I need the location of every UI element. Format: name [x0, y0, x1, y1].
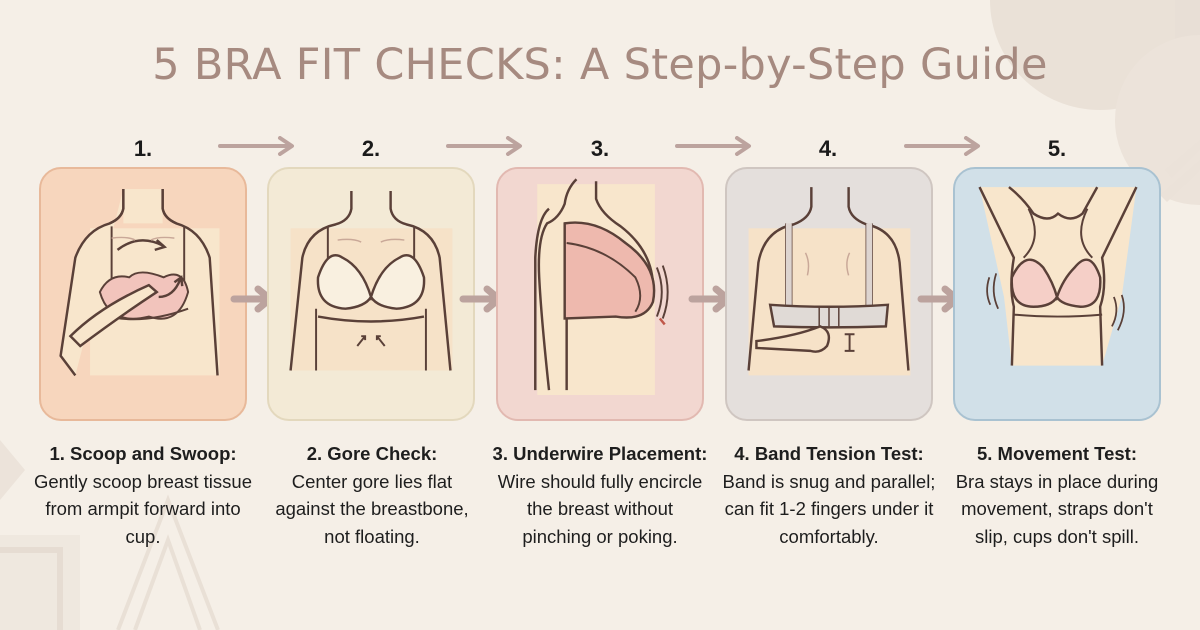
step-number-4: 4.: [818, 136, 838, 161]
step-body: Gently scoop breast tissue from armpit f…: [34, 470, 252, 547]
step-description-4: 4. Band Tension Test: Band is snug and p…: [719, 440, 939, 550]
step-body: Bra stays in place during movement, stra…: [955, 470, 1159, 547]
movement-test-illustration: [978, 186, 1138, 366]
step-card-3: [496, 167, 704, 421]
band-tension-illustration: [747, 187, 911, 376]
step-number-5: 5.: [1047, 136, 1067, 161]
gore-check-illustration: [289, 191, 453, 371]
step-number-1: 1.: [133, 136, 153, 161]
step-card-2: [267, 167, 475, 421]
arrow-right-icon: [675, 136, 751, 156]
step-heading: 4. Band Tension Test:: [734, 443, 924, 464]
step-body: Band is snug and parallel; can fit 1-2 f…: [722, 470, 936, 547]
step-body: Wire should fully encircle the breast wi…: [497, 470, 703, 547]
arrow-right-icon: [218, 136, 294, 156]
page-title: 5 BRA FIT CHECKS: A Step-by-Step Guide: [152, 40, 1048, 90]
step-description-2: 2. Gore Check: Center gore lies flat aga…: [262, 440, 482, 550]
step-card-1: [39, 167, 247, 421]
step-heading: 5. Movement Test:: [976, 443, 1138, 464]
step-description-1: 1. Scoop and Swoop: Gently scoop breast …: [33, 440, 253, 550]
scoop-and-swoop-illustration: [59, 189, 220, 377]
underwire-placement-illustration: [534, 178, 669, 396]
step-card-5: [953, 167, 1161, 421]
step-description-3: 3. Underwire Placement: Wire should full…: [490, 440, 710, 550]
arrow-right-icon: [904, 136, 980, 156]
step-card-4: [725, 167, 933, 421]
step-heading: 2. Gore Check:: [306, 443, 438, 464]
step-number-2: 2.: [361, 136, 381, 161]
step-heading: 1. Scoop and Swoop:: [49, 443, 237, 464]
step-body: Center gore lies flat against the breast…: [275, 470, 469, 547]
step-number-3: 3.: [590, 136, 610, 161]
step-description-5: 5. Movement Test: Bra stays in place dur…: [947, 440, 1167, 550]
arrow-right-icon: [446, 136, 522, 156]
step-heading: 3. Underwire Placement:: [492, 443, 708, 464]
